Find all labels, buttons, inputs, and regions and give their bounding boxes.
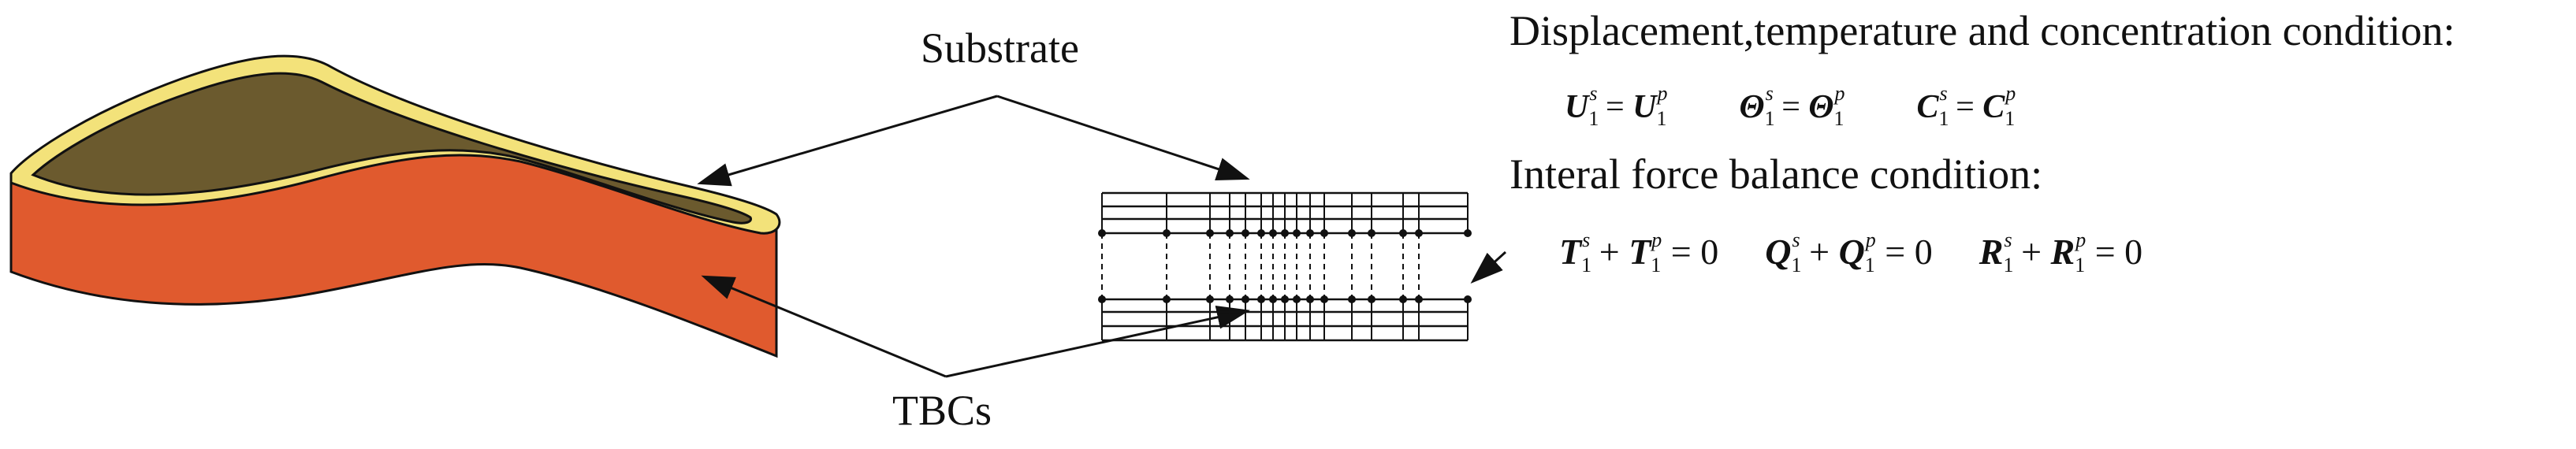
interface-node bbox=[1206, 229, 1214, 237]
interface-node bbox=[1348, 229, 1356, 237]
equation-q: Q1s + Q1p = 0 bbox=[1765, 228, 1933, 276]
interface-node bbox=[1257, 229, 1265, 237]
equation-r: R1s + R1p = 0 bbox=[1979, 228, 2143, 276]
tbcs-leader-right bbox=[945, 306, 1250, 378]
interface-node bbox=[1399, 295, 1407, 303]
interface-node bbox=[1163, 229, 1171, 237]
tbcs-label: TBCs bbox=[892, 387, 992, 434]
interface-node bbox=[1320, 229, 1328, 237]
interface-node bbox=[1206, 295, 1214, 303]
interface-arrow bbox=[1470, 250, 1507, 284]
interface-node bbox=[1464, 229, 1472, 237]
continuity-equations: U1s = U1p Θ1s = Θ1p C1s = C1p bbox=[1565, 82, 2016, 131]
interface-node bbox=[1281, 229, 1289, 237]
mesh-schematic bbox=[1098, 191, 1472, 342]
interface-node bbox=[1226, 229, 1234, 237]
equation-theta: Θ1s = Θ1p bbox=[1739, 82, 1845, 130]
interface-node bbox=[1415, 229, 1423, 237]
interface-node bbox=[1293, 295, 1301, 303]
interface-node bbox=[1368, 229, 1375, 237]
interface-node bbox=[1257, 295, 1265, 303]
interface-node bbox=[1098, 295, 1106, 303]
interface-node bbox=[1320, 295, 1328, 303]
interface-node bbox=[1368, 295, 1375, 303]
interface-node bbox=[1415, 295, 1423, 303]
equation-u: U1s = U1p bbox=[1565, 82, 1668, 130]
equation-c: C1s = C1p bbox=[1916, 82, 2016, 130]
interface-node bbox=[1098, 229, 1106, 237]
interface-node bbox=[1269, 229, 1277, 237]
interface-node bbox=[1281, 295, 1289, 303]
interface-node bbox=[1399, 229, 1407, 237]
interface-node bbox=[1163, 295, 1171, 303]
interface-node bbox=[1269, 295, 1277, 303]
equation-t: T1s + T1p = 0 bbox=[1559, 228, 1719, 276]
substrate-leader-right bbox=[996, 95, 1250, 180]
force-balance-equations: T1s + T1p = 0 Q1s + Q1p = 0 R1s + R1p = … bbox=[1559, 228, 2142, 277]
interface-node bbox=[1241, 295, 1249, 303]
interface-node bbox=[1306, 295, 1314, 303]
interface-node bbox=[1348, 295, 1356, 303]
interface-node bbox=[1241, 229, 1249, 237]
substrate-label: Substrate bbox=[921, 24, 1079, 72]
interface-node bbox=[1306, 229, 1314, 237]
tbcs-leader-left bbox=[701, 275, 947, 378]
interface-node bbox=[1226, 295, 1234, 303]
substrate-leader-left bbox=[697, 95, 998, 187]
force-balance-title: Interal force balance condition: bbox=[1509, 150, 2043, 198]
substrate-surface bbox=[31, 72, 752, 224]
continuity-condition-title: Displacement,temperature and concentrati… bbox=[1509, 7, 2455, 54]
interface-node bbox=[1464, 295, 1472, 303]
interface-node bbox=[1293, 229, 1301, 237]
